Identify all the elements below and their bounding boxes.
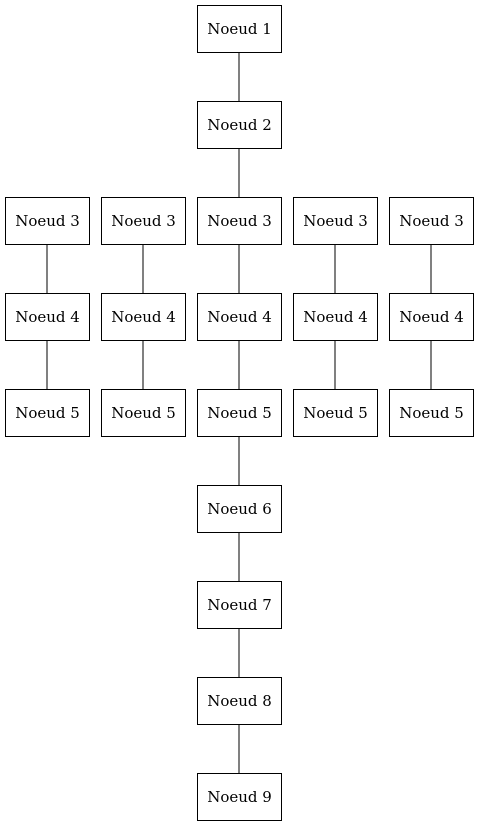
node-box <box>293 389 378 437</box>
node-n8: Noeud 8 <box>197 677 282 725</box>
node-box <box>197 5 282 53</box>
node-box <box>5 389 90 437</box>
node-n6: Noeud 6 <box>197 485 282 533</box>
node-n5e: Noeud 5 <box>389 389 474 437</box>
node-n7: Noeud 7 <box>197 581 282 629</box>
node-n4d: Noeud 4 <box>293 293 378 341</box>
node-label: Noeud 9 <box>207 788 272 806</box>
edges-layer <box>46 52 432 773</box>
node-n2: Noeud 2 <box>197 101 282 149</box>
node-label: Noeud 3 <box>207 212 272 230</box>
node-box <box>197 581 282 629</box>
node-label: Noeud 4 <box>15 308 80 326</box>
node-n5a: Noeud 5 <box>5 389 90 437</box>
node-n4b: Noeud 4 <box>101 293 186 341</box>
node-label: Noeud 3 <box>399 212 464 230</box>
nodes-layer: Noeud 1 Noeud 2 Noeud 3 Noeud 3 Noeud 3 Noeud… <box>5 5 474 821</box>
node-label: Noeud 1 <box>207 20 272 38</box>
node-box <box>197 389 282 437</box>
node-label: Noeud 5 <box>399 404 464 422</box>
node-n5b: Noeud 5 <box>101 389 186 437</box>
node-box <box>389 389 474 437</box>
node-n3c: Noeud 3 <box>197 197 282 245</box>
node-label: Noeud 5 <box>207 404 272 422</box>
node-n3b: Noeud 3 <box>101 197 186 245</box>
node-n3d: Noeud 3 <box>293 197 378 245</box>
node-label: Noeud 4 <box>111 308 176 326</box>
node-box <box>197 677 282 725</box>
node-box <box>197 101 282 149</box>
node-box <box>389 293 474 341</box>
node-label: Noeud 3 <box>111 212 176 230</box>
node-n5d: Noeud 5 <box>293 389 378 437</box>
node-label: Noeud 8 <box>207 692 272 710</box>
node-label: Noeud 4 <box>207 308 272 326</box>
node-n4c: Noeud 4 <box>197 293 282 341</box>
node-box <box>101 197 186 245</box>
node-label: Noeud 3 <box>303 212 368 230</box>
node-box <box>5 293 90 341</box>
node-box <box>197 197 282 245</box>
node-label: Noeud 4 <box>303 308 368 326</box>
node-label: Noeud 5 <box>111 404 176 422</box>
node-box <box>197 293 282 341</box>
node-label: Noeud 5 <box>15 404 80 422</box>
node-box <box>293 293 378 341</box>
node-n1: Noeud 1 <box>197 5 282 53</box>
node-n4a: Noeud 4 <box>5 293 90 341</box>
node-label: Noeud 3 <box>15 212 80 230</box>
node-label: Noeud 6 <box>207 500 272 518</box>
node-n3a: Noeud 3 <box>5 197 90 245</box>
node-box <box>197 485 282 533</box>
node-box <box>293 197 378 245</box>
node-n3e: Noeud 3 <box>389 197 474 245</box>
node-box <box>197 773 282 821</box>
node-n9: Noeud 9 <box>197 773 282 821</box>
node-box <box>389 197 474 245</box>
node-label: Noeud 5 <box>303 404 368 422</box>
node-box <box>101 293 186 341</box>
node-box <box>101 389 186 437</box>
node-label: Noeud 4 <box>399 308 464 326</box>
node-label: Noeud 2 <box>207 116 272 134</box>
node-box <box>5 197 90 245</box>
node-label: Noeud 7 <box>207 596 272 614</box>
node-n5c: Noeud 5 <box>197 389 282 437</box>
node-n4e: Noeud 4 <box>389 293 474 341</box>
